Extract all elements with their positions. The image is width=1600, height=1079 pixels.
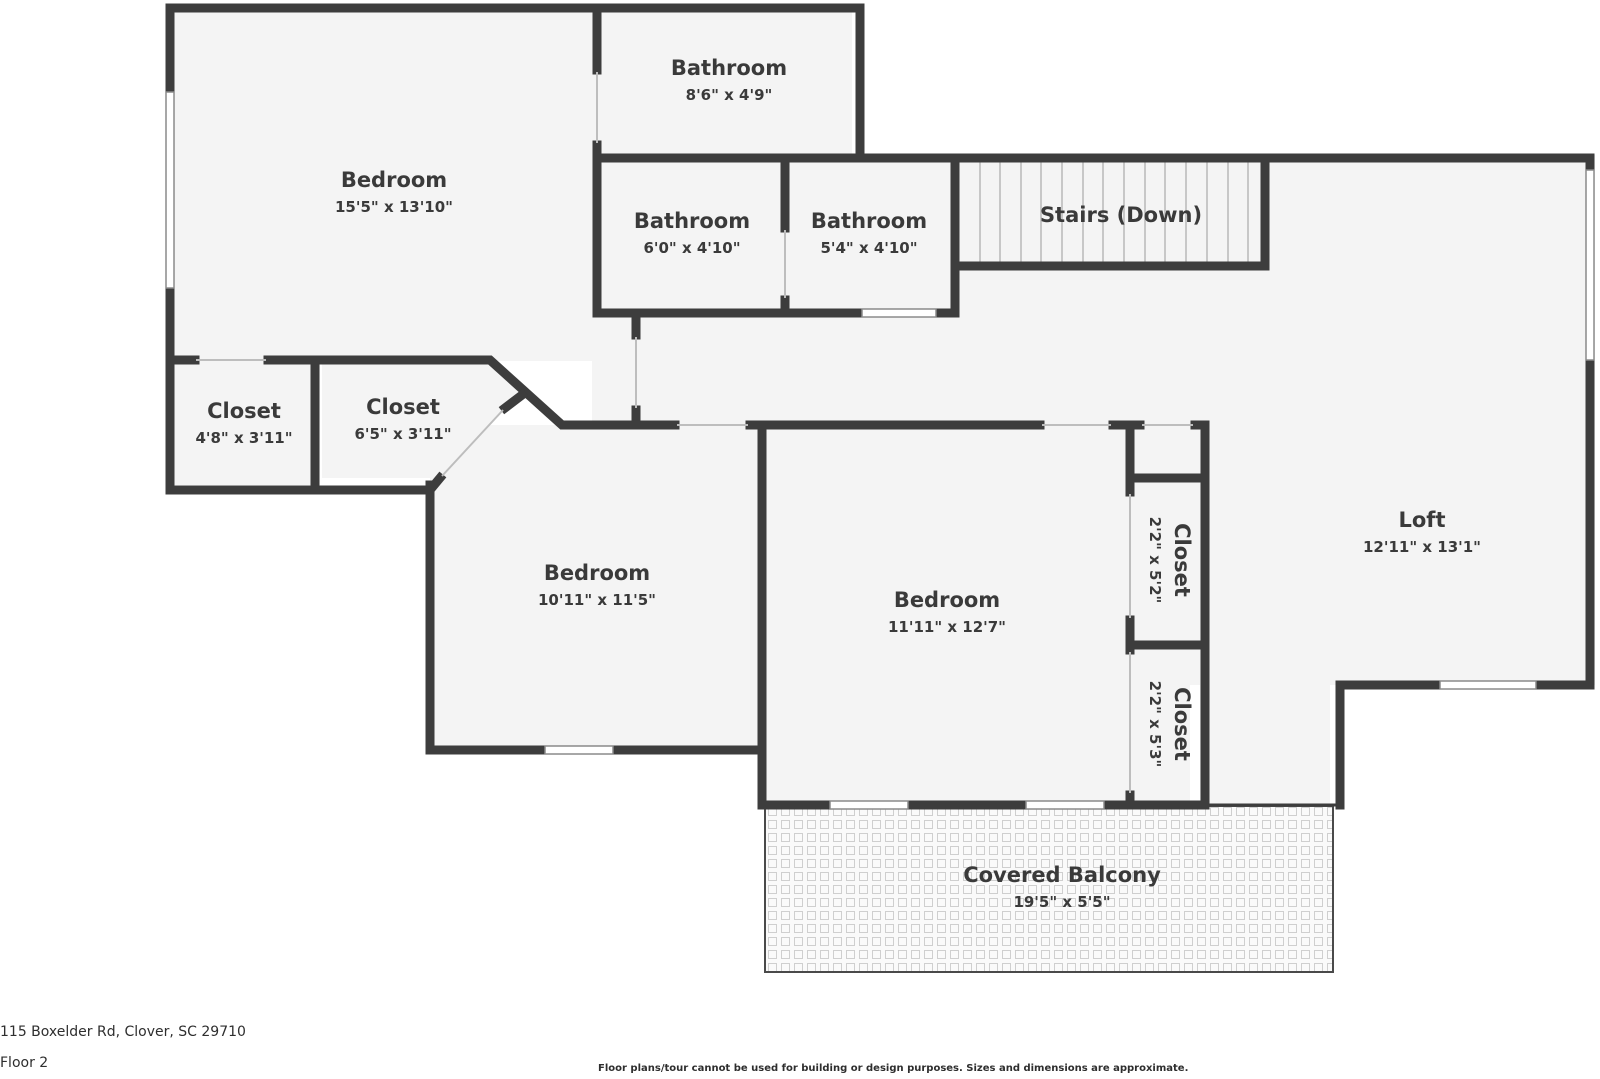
room-name-bathroom-2: Bathroom [634, 209, 750, 233]
disclaimer-text: Floor plans/tour cannot be used for buil… [598, 1063, 1189, 1074]
room-dims-bathroom-1: 8'6" x 4'9" [686, 86, 773, 104]
room-dims-closet-1: 4'8" x 3'11" [195, 429, 292, 447]
walls [165, 3, 1595, 810]
room-name-bathroom-3: Bathroom [811, 209, 927, 233]
room-name-bedroom-3: Bedroom [894, 588, 1000, 612]
room-dims-balcony: 19'5" x 5'5" [1013, 893, 1110, 911]
room-dims-bathroom-3: 5'4" x 4'10" [820, 239, 917, 257]
stairs-treads [958, 162, 1260, 262]
room-dims-closet-4: 2'2" x 5'3" [1146, 681, 1164, 768]
room-dims-closet-3: 2'2" x 5'2" [1146, 517, 1164, 604]
room-name-closet-4: Closet [1170, 687, 1194, 761]
room-name-stairs: Stairs (Down) [1040, 203, 1202, 227]
room-dims-bathroom-2: 6'0" x 4'10" [643, 239, 740, 257]
room-name-closet-3: Closet [1170, 523, 1194, 597]
room-dims-bedroom-2: 10'11" x 11'5" [538, 591, 656, 609]
room-name-bedroom-2: Bedroom [544, 561, 650, 585]
room-name-bedroom-1: Bedroom [341, 168, 447, 192]
door-openings [196, 72, 1193, 793]
property-address: 115 Boxelder Rd, Clover, SC 29710 [0, 1024, 246, 1040]
windows [165, 91, 1595, 810]
room-name-closet-2: Closet [366, 395, 440, 419]
floor-label: Floor 2 [0, 1055, 49, 1071]
room-dims-closet-2: 6'5" x 3'11" [354, 425, 451, 443]
balcony-area [764, 805, 1334, 973]
room-name-closet-1: Closet [207, 399, 281, 423]
room-labels: Bedroom 15'5" x 13'10" Bathroom 8'6" x 4… [195, 56, 1481, 911]
room-dims-bedroom-3: 11'11" x 12'7" [888, 618, 1006, 636]
room-name-balcony: Covered Balcony [963, 863, 1161, 887]
room-name-bathroom-1: Bathroom [671, 56, 787, 80]
room-dims-loft: 12'11" x 13'1" [1363, 538, 1481, 556]
room-name-loft: Loft [1399, 508, 1446, 532]
room-dims-bedroom-1: 15'5" x 13'10" [335, 198, 453, 216]
